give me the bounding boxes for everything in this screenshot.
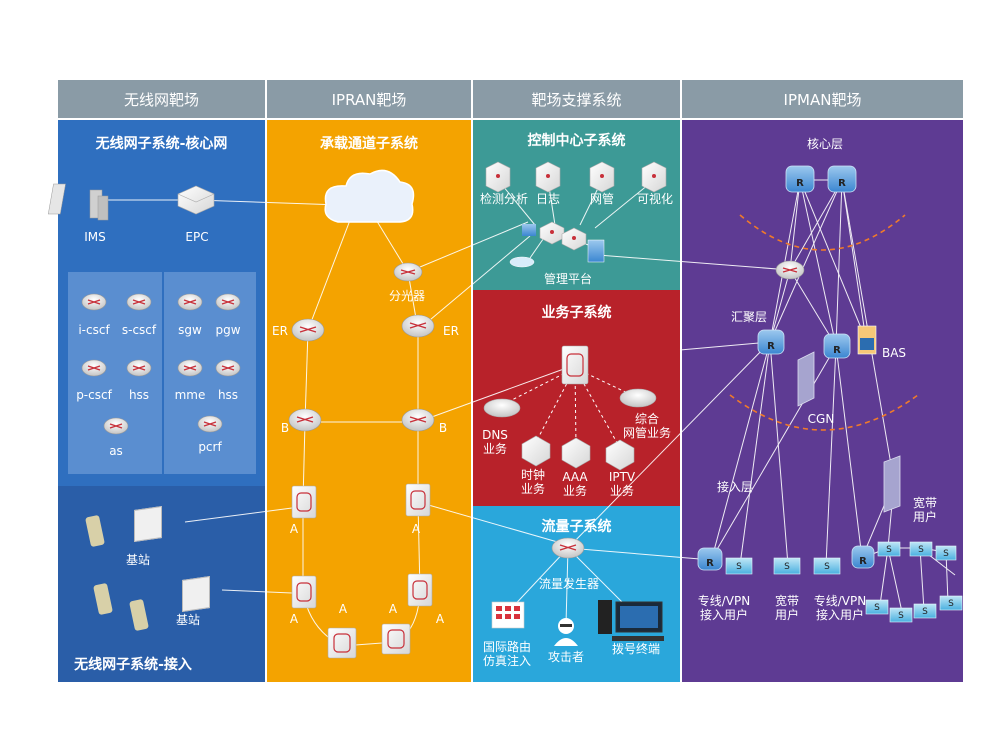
a-label-6: A xyxy=(435,612,445,626)
node-hss-right: hss xyxy=(217,388,239,402)
switch-s-9: S xyxy=(922,607,928,617)
wireless-core-title: 无线网子系统-核心网 xyxy=(95,136,228,152)
header-ipran: IPRAN靶场 xyxy=(267,80,471,118)
router-r-agg-2: R xyxy=(833,345,841,356)
clock-label: 时钟业务 xyxy=(520,468,545,496)
control-item-detect: 检测分析 xyxy=(479,192,528,206)
node-hss-left: hss xyxy=(128,388,150,402)
header-support: 靶场支撑系统 xyxy=(473,80,680,118)
attacker-icon xyxy=(554,618,578,646)
agg-layer-label: 汇聚层 xyxy=(730,310,767,324)
router-r-access-2: R xyxy=(859,556,867,567)
control-item-visual: 可视化 xyxy=(636,192,673,206)
broadband-right-label: 宽带用户 xyxy=(912,496,937,524)
switch-s-4: S xyxy=(886,545,892,555)
control-item-nms: 网管 xyxy=(589,192,614,206)
attacker-label: 攻击者 xyxy=(547,650,584,664)
ims-label: IMS xyxy=(84,230,106,244)
node-s-cscf: s-cscf xyxy=(121,323,157,337)
a-label-4: A xyxy=(338,602,348,616)
cloud-icon xyxy=(324,169,415,223)
b-label-left: B xyxy=(280,421,290,435)
node-i-cscf: i-cscf xyxy=(78,323,110,337)
base-station-label-2: 基站 xyxy=(175,613,200,627)
switch-s-5: S xyxy=(918,545,924,555)
node-sgw: sgw xyxy=(178,323,202,337)
integrated-label: 综合网管业务 xyxy=(622,412,671,440)
platform-label: 管理平台 xyxy=(543,272,592,286)
access-layer-label: 接入层 xyxy=(716,480,753,494)
base-station-label-1: 基站 xyxy=(125,553,150,567)
switch-s-1: S xyxy=(736,562,742,572)
panel-traffic xyxy=(473,506,680,682)
switch-s-8: S xyxy=(898,611,904,621)
route-label: 国际路由仿真注入 xyxy=(482,640,531,668)
generator-label: 流量发生器 xyxy=(538,577,599,591)
a-label-2: A xyxy=(411,522,421,536)
node-p-cscf: p-cscf xyxy=(76,388,112,402)
node-pcrf: pcrf xyxy=(198,440,222,454)
switch-s-2: S xyxy=(784,562,790,572)
platform-icon xyxy=(509,224,605,268)
bas-label: BAS xyxy=(881,346,907,360)
switch-s-3: S xyxy=(824,562,830,572)
node-pgw: pgw xyxy=(215,323,241,337)
cgn-label: CGN xyxy=(807,412,835,426)
node-mme: mme xyxy=(174,388,206,402)
header-ipman: IPMAN靶场 xyxy=(682,80,963,118)
control-item-log: 日志 xyxy=(535,192,560,206)
epc-label: EPC xyxy=(185,230,209,244)
dialup-label: 拨号终端 xyxy=(611,642,660,656)
base-station-icon xyxy=(134,506,162,542)
base-station-icon xyxy=(182,576,210,612)
wireless-access-title: 无线网子系统-接入 xyxy=(74,657,192,673)
header-wireless: 无线网靶场 xyxy=(58,80,265,118)
router-r-core-2: R xyxy=(838,178,846,189)
ipran-title: 承载通道子系统 xyxy=(320,136,418,152)
er-label-left: ER xyxy=(272,324,288,338)
a-label-3: A xyxy=(289,612,299,626)
switch-s-6: S xyxy=(943,549,949,559)
panel-control xyxy=(473,120,680,290)
core-layer-label: 核心层 xyxy=(806,137,843,151)
b-label-right: B xyxy=(438,421,448,435)
traffic-title: 流量子系统 xyxy=(541,519,612,535)
router-r-agg-1: R xyxy=(767,341,775,352)
router-r-core-1: R xyxy=(796,178,804,189)
broadband-label: 宽带用户 xyxy=(774,594,799,622)
ims-icon xyxy=(47,183,109,221)
epc-icon xyxy=(177,185,215,215)
business-title: 业务子系统 xyxy=(541,305,612,321)
a-label-5: A xyxy=(388,602,398,616)
control-title: 控制中心子系统 xyxy=(527,133,626,149)
dialup-terminal-icon xyxy=(598,600,664,641)
switch-s-7: S xyxy=(874,603,880,613)
er-label-right: ER xyxy=(443,324,459,338)
router-r-access-1: R xyxy=(706,558,714,569)
route-injector-icon xyxy=(491,601,525,629)
switch-s-10: S xyxy=(948,599,954,609)
splitter-label: 分光器 xyxy=(388,289,425,303)
node-as: as xyxy=(109,444,123,458)
a-label-1: A xyxy=(289,522,299,536)
